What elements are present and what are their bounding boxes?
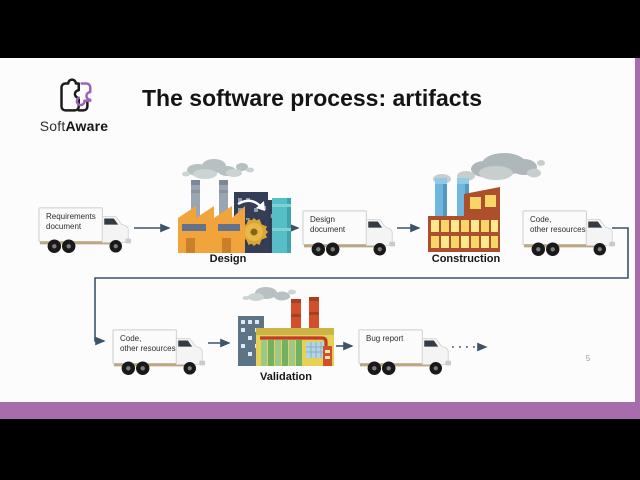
- truck-icon: [112, 329, 206, 375]
- truck-label: Code,other resources: [120, 334, 176, 353]
- construction-factory-icon: [428, 153, 545, 252]
- truck-icon: [38, 207, 132, 253]
- page-number: 5: [585, 354, 591, 363]
- letterbox-top: [0, 0, 640, 58]
- logo-text-bold: Aware: [65, 118, 109, 134]
- truck-icon: [522, 210, 616, 256]
- truck-icon: [302, 210, 396, 256]
- truck-code-other-resources-1: Code,other resources: [522, 207, 618, 257]
- slide-title: The software process: artifacts: [142, 85, 483, 111]
- logo-text: SoftAware: [28, 118, 120, 134]
- truck-label: Code,other resources: [530, 215, 586, 234]
- accent-bar-bottom: [0, 402, 640, 419]
- validation-factory-icon: [238, 287, 334, 366]
- truck-icon: [358, 329, 452, 375]
- accent-bar-right: [635, 58, 640, 419]
- construction-label: Construction: [431, 253, 501, 265]
- slide: SoftAware The software process: artifact…: [0, 58, 635, 402]
- design-factory-icon: [178, 159, 291, 253]
- logo-text-regular: Soft: [39, 118, 66, 134]
- truck-bug-report: Bug report: [358, 326, 454, 376]
- truck-code-other-resources-2: Code,other resources: [112, 326, 208, 376]
- truck-label: Bug report: [366, 334, 404, 343]
- validation-label: Validation: [260, 371, 312, 383]
- design-label: Design: [209, 253, 247, 265]
- letterbox-bottom: [0, 419, 640, 480]
- puzzle-icon: [60, 78, 92, 112]
